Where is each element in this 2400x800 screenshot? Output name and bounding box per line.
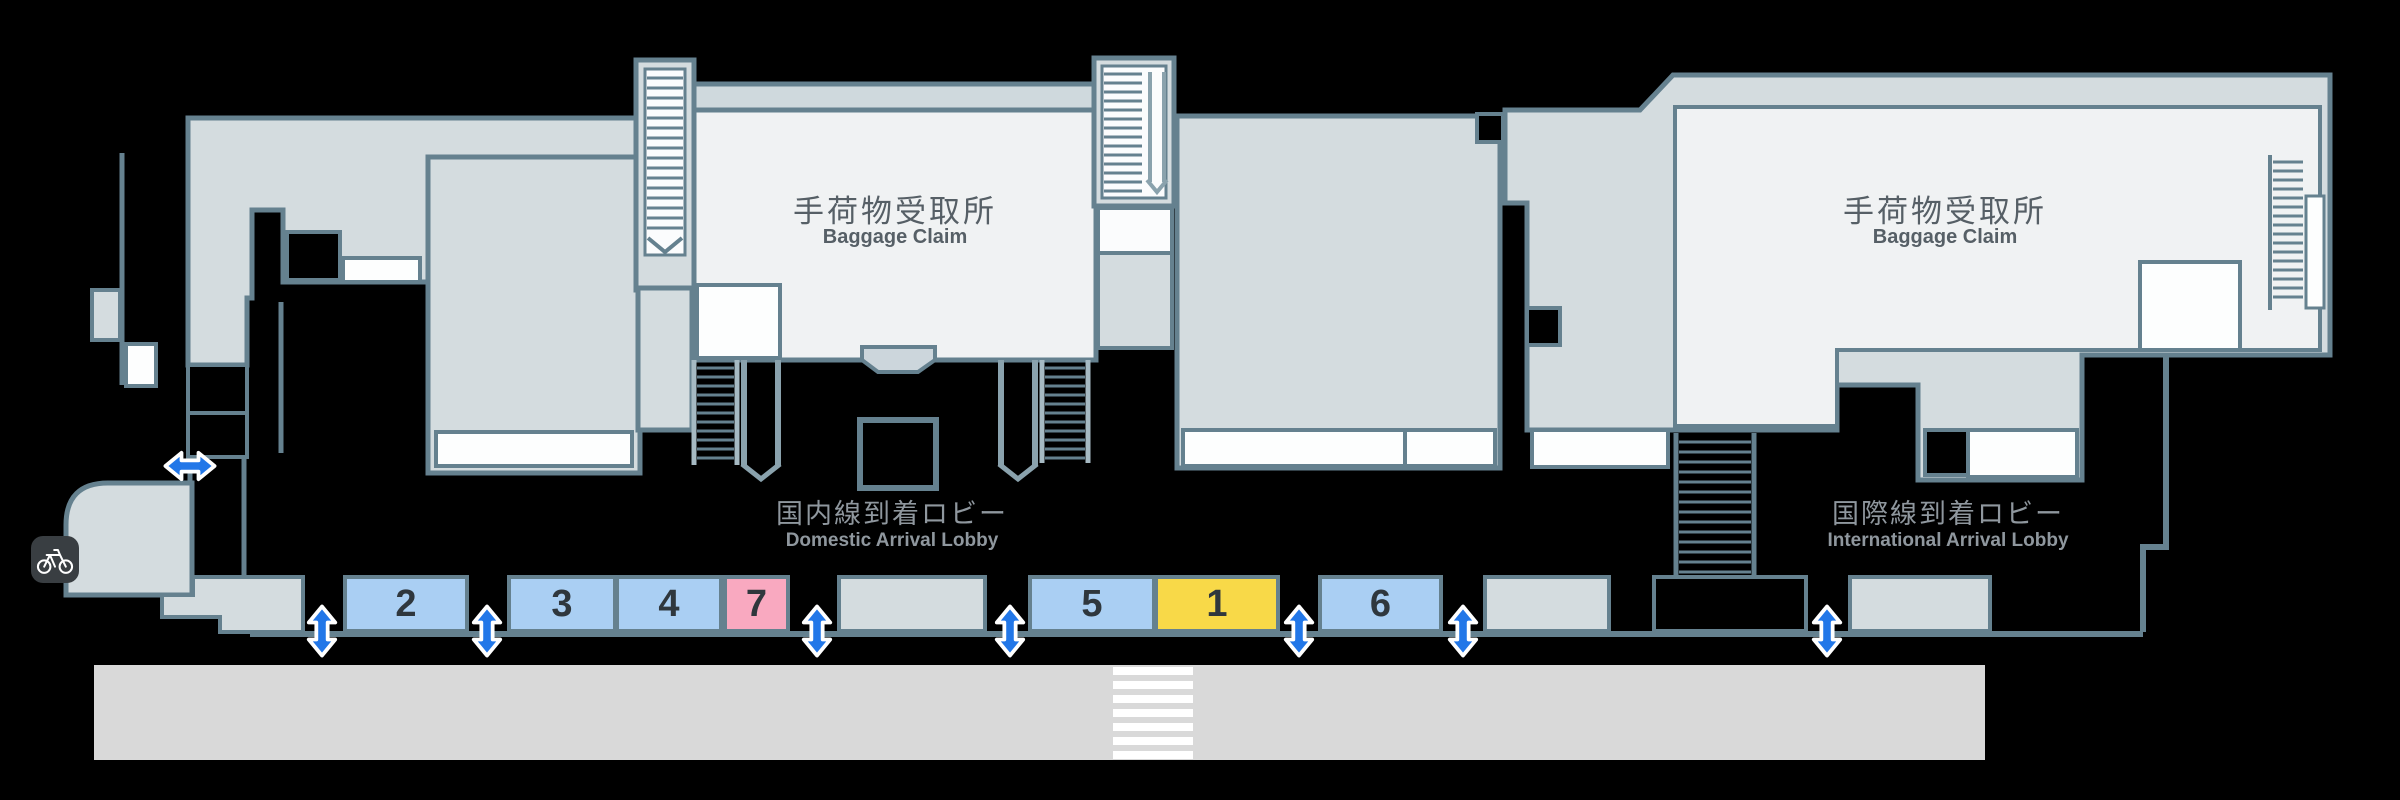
left-wing-white-room — [341, 256, 422, 284]
platform-box-dark — [1652, 575, 1808, 633]
lobby-kiosk-room — [857, 417, 939, 491]
stair-tower-west — [633, 57, 697, 433]
international-white-room — [2138, 260, 2242, 352]
bus-stop-5[interactable]: 5 — [1028, 575, 1156, 633]
platform-box — [1483, 575, 1611, 633]
international-annex-white — [1966, 428, 2079, 479]
east-cell-gray — [1096, 251, 1174, 350]
stepped-platform — [160, 575, 305, 634]
left-lower-room-1 — [186, 363, 249, 415]
curved-corner-building — [63, 480, 195, 598]
crosswalk — [1113, 667, 1193, 759]
stairs-icon — [697, 366, 734, 460]
bus-stop-6[interactable]: 6 — [1318, 575, 1443, 633]
international-annex-dark — [1923, 428, 1970, 477]
middle-building — [1174, 113, 1503, 471]
roadway — [94, 665, 1985, 760]
double-arrow-vertical-icon — [993, 601, 1027, 661]
domestic-exit-door — [860, 345, 937, 374]
double-arrow-vertical-icon — [470, 601, 504, 661]
domestic-hall-white-room — [695, 283, 782, 360]
stair-tower-east — [1091, 55, 1177, 209]
double-arrow-vertical-icon — [1446, 601, 1480, 661]
bicycle-icon[interactable] — [31, 536, 79, 583]
bus-stop-2[interactable]: 2 — [343, 575, 469, 633]
left-wing-dark-room — [285, 230, 342, 282]
staircase-west-pair — [691, 360, 782, 483]
bus-stop-3[interactable]: 3 — [507, 575, 617, 633]
double-arrow-vertical-icon — [1810, 601, 1844, 661]
double-arrow-horizontal-icon — [160, 449, 220, 483]
bus-stop-1[interactable]: 1 — [1154, 575, 1280, 633]
left-annex-white-band — [434, 430, 634, 468]
platform-box — [837, 575, 987, 633]
middle-white-cell-2 — [1403, 428, 1497, 468]
east-boundary-wall — [2140, 357, 2169, 632]
bus-stop-7[interactable]: 7 — [723, 575, 790, 633]
west-annex-walls — [90, 153, 158, 388]
stairs-icon — [1679, 440, 1751, 574]
double-arrow-vertical-icon — [1282, 601, 1316, 661]
left-annex-building — [425, 154, 643, 476]
stairs-icon — [647, 76, 683, 230]
left-lower-room-2 — [186, 411, 249, 459]
stairs-icon — [1104, 72, 1142, 193]
stairs-icon — [2273, 160, 2303, 299]
bus-stop-4[interactable]: 4 — [615, 575, 723, 633]
double-arrow-vertical-icon — [800, 601, 834, 661]
middle-building-notch — [1475, 112, 1505, 144]
staircase-east-pair — [997, 360, 1091, 483]
international-right-stairs — [2268, 155, 2326, 310]
middle-white-cell-1 — [1181, 428, 1407, 468]
international-left-white-cell — [1530, 428, 1670, 469]
international-lobby-staircase — [1673, 433, 1757, 588]
platform-box — [1848, 575, 1992, 633]
stairs-icon — [1045, 366, 1085, 460]
east-cell-white — [1096, 206, 1174, 255]
double-arrow-vertical-icon — [305, 601, 339, 661]
international-left-notch — [1525, 306, 1562, 347]
